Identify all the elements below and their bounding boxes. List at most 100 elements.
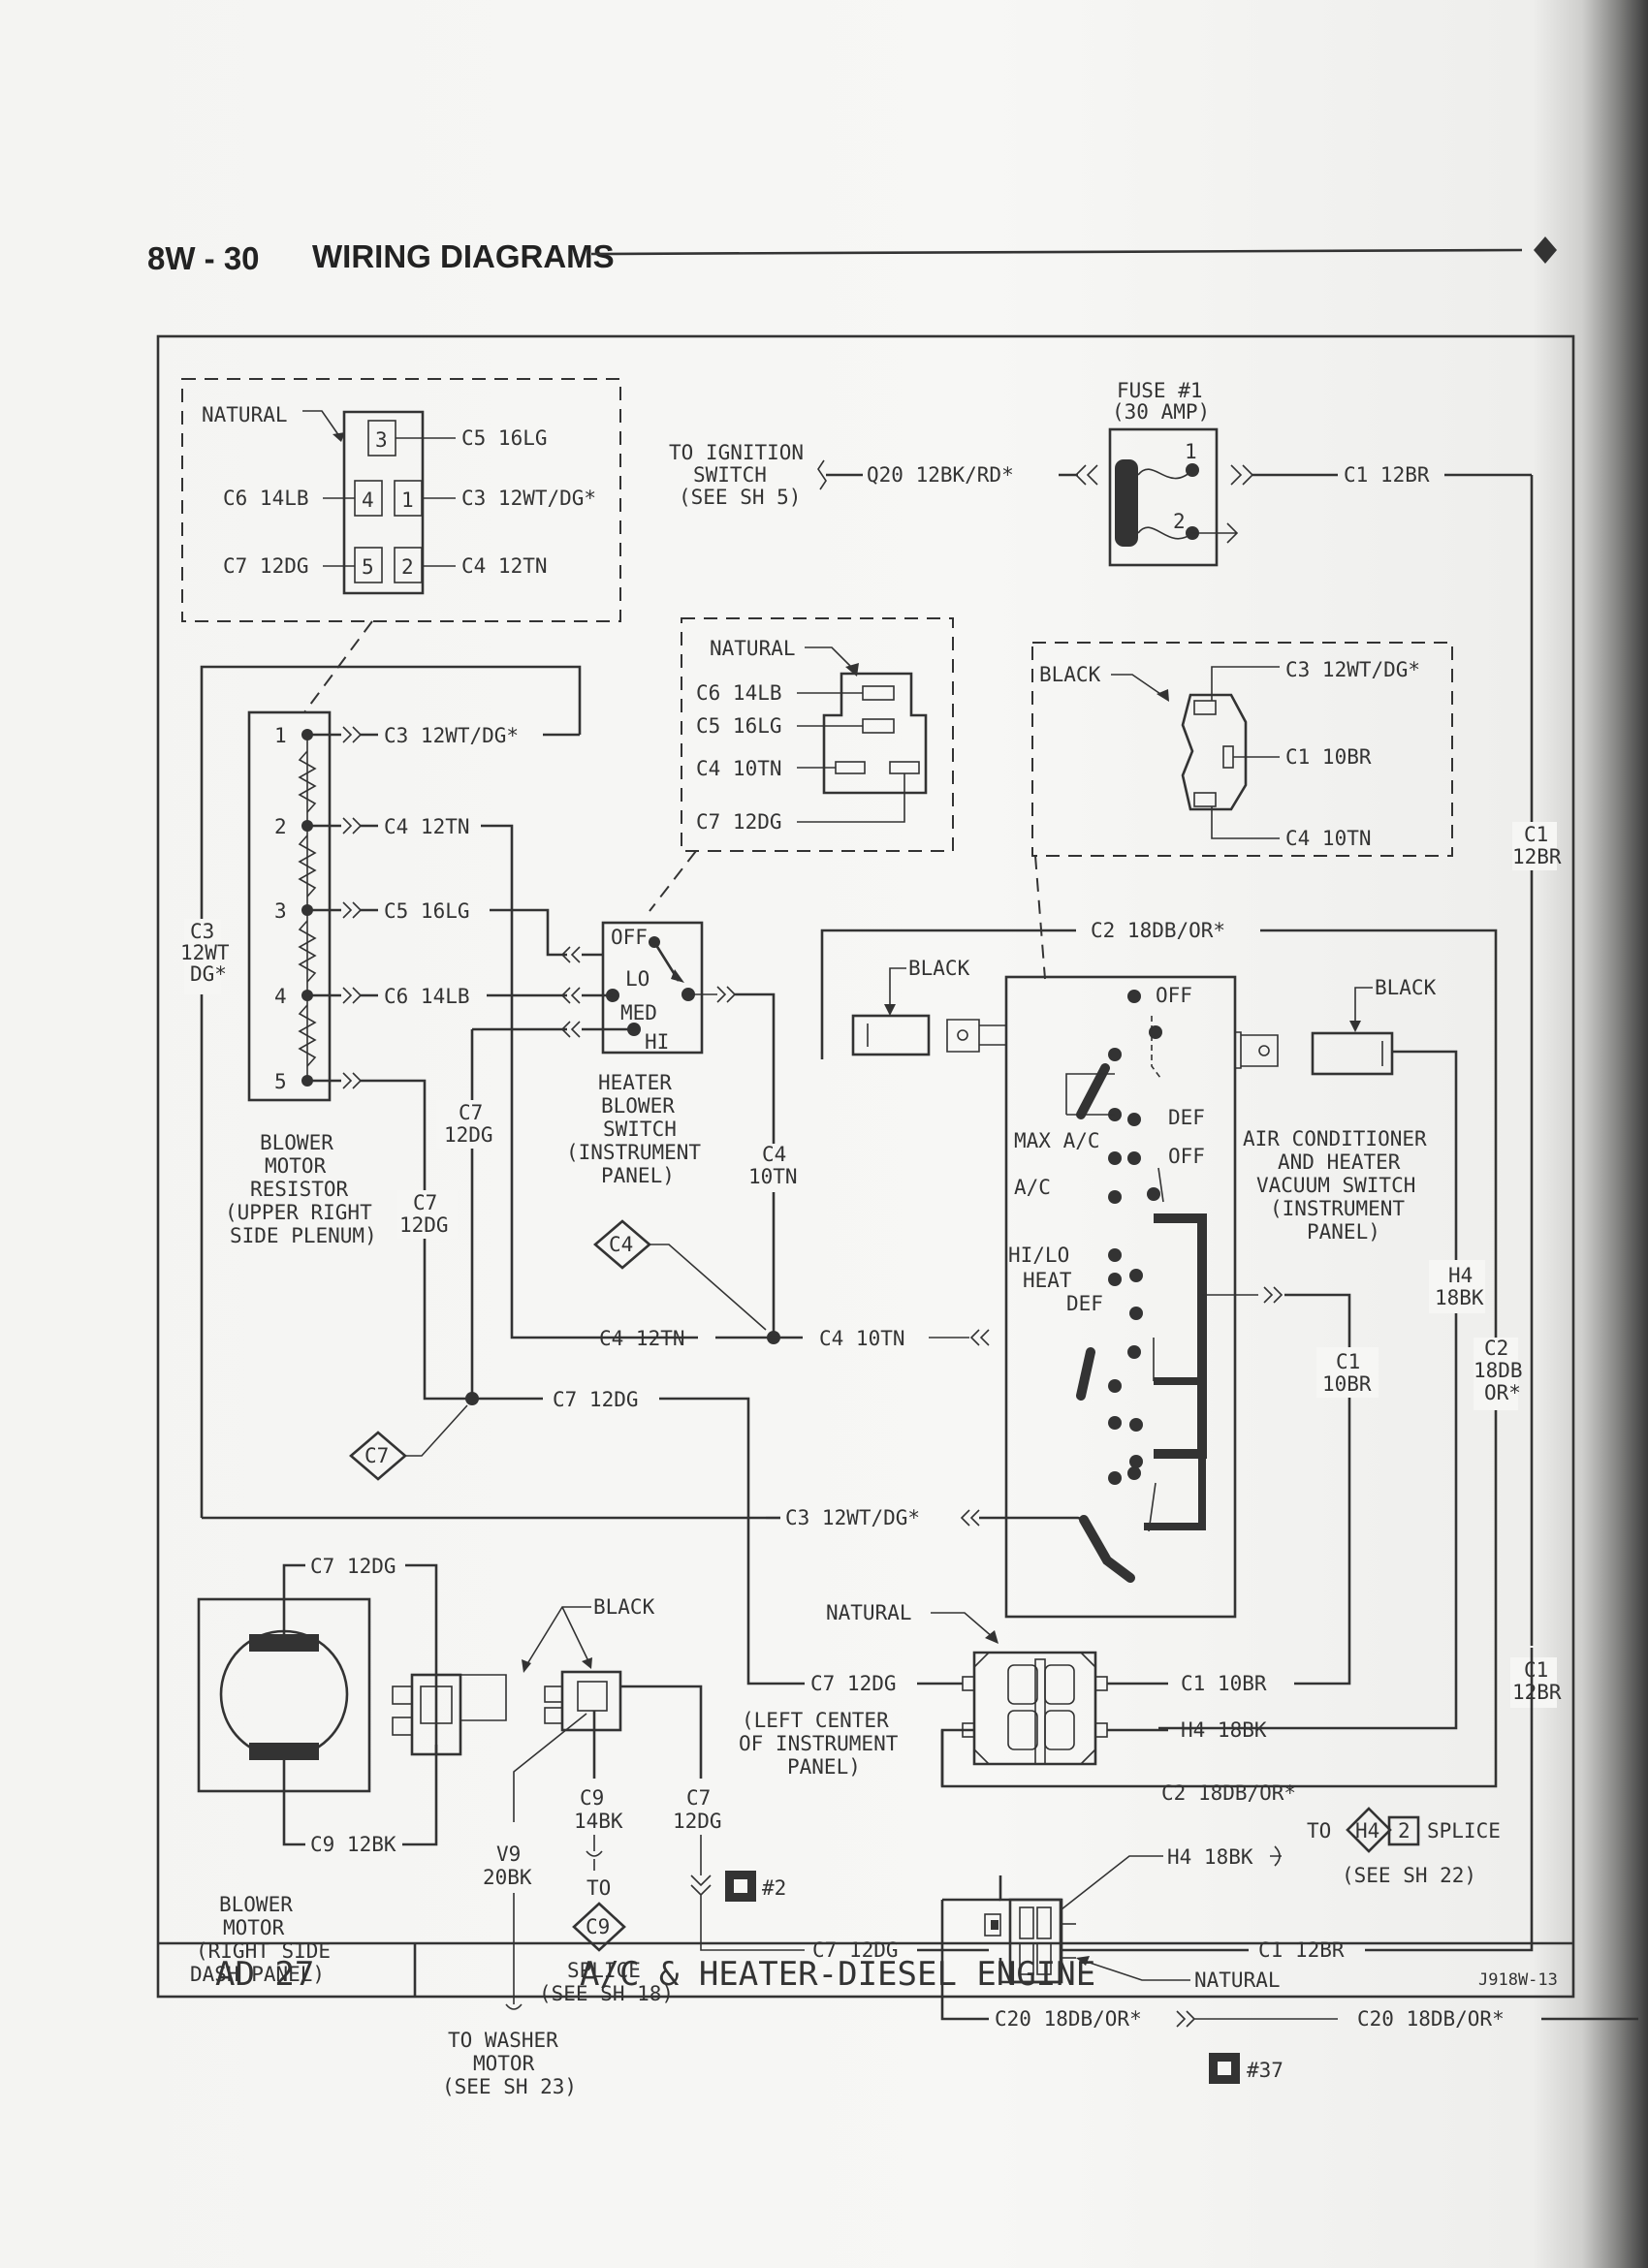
bsw-conn-wire-c7: C7 12DG (696, 810, 782, 834)
c7-wire-label-b2: 12DG (399, 1213, 449, 1237)
fuse-out-wire: C1 12BR (1344, 463, 1430, 487)
resistor-pin-2: 2 (401, 555, 414, 579)
h4-vert-label-2: 18BK (1435, 1286, 1484, 1309)
resistor-label-5: SIDE PLENUM) (230, 1224, 377, 1247)
bc-splice-b: 2 (1398, 1819, 1410, 1843)
h4-vert-label-1: H4 (1448, 1264, 1473, 1287)
bsw-connector-color: NATURAL (710, 637, 796, 660)
bsw-conn-wire-c4: C4 10TN (696, 757, 782, 780)
motor-wire-top: C7 12DG (310, 1555, 396, 1578)
c3-bottom-wire: C3 12WT/DG* (766, 1506, 1085, 1529)
v9-label-2: 20BK (483, 1866, 532, 1889)
black-label-left: BLACK (908, 957, 970, 980)
ip-right-wire-h4: H4 18BK (1181, 1718, 1267, 1742)
resistor-connector-body (342, 410, 425, 595)
vsw-conn-wire-c1: C1 10BR (1285, 745, 1372, 769)
vacuum-switch-connector-detail: BLACK C3 12WT/DG* C1 10BR C4 10TN (1031, 642, 1453, 980)
ip-label-3: PANEL) (787, 1755, 861, 1779)
motor-wire-bottom: C9 12BK (310, 1833, 396, 1856)
bsw-label-1: HEATER (598, 1071, 672, 1094)
resistor-conn-wire-c3: C3 12WT/DG* (461, 487, 596, 510)
ac-switch-black-connector-left: BLACK (851, 957, 1007, 1056)
resistor-pin-3: 3 (375, 428, 388, 452)
bsw-label-4: (INSTRUMENT (566, 1141, 701, 1164)
bc-c20a: C20 18DB/OR* (995, 2007, 1142, 2031)
c4-vert-label-1: C4 (762, 1143, 786, 1166)
ignition-feed: TO IGNITION SWITCH (SEE SH 5) Q20 12BK/R… (669, 441, 1098, 509)
resistor-wire-c4: C4 12TN (384, 815, 470, 838)
c4-12tn-label: C4 12TN (599, 1327, 685, 1350)
bsw-conn-wire-c5: C5 16LG (696, 714, 782, 738)
bottom-connector: H4 18BK TO H4 2 SPLICE (SEE SH 22) C7 12… (812, 1648, 1638, 2084)
c7-wire-label-a1: C7 (459, 1101, 483, 1124)
c9-label-1: C9 (580, 1786, 604, 1810)
ac-pos-def-2: DEF (1066, 1292, 1103, 1315)
resistor-conn-wire-c4: C4 12TN (461, 554, 548, 578)
bc-c7: C7 12DG (812, 1938, 899, 1962)
c7-splice-label: C7 (364, 1444, 389, 1467)
resistor-terminal-2: 2 (274, 815, 287, 838)
washer-label-2: MOTOR (473, 2052, 535, 2075)
ac-switch-label-3: VACUUM SWITCH (1256, 1174, 1415, 1197)
motor-connector-color: BLACK (593, 1595, 655, 1619)
bc-c1: C1 12BR (1258, 1938, 1345, 1962)
diagram-border (156, 334, 1575, 1999)
ignition-wire: Q20 12BK/RD* (867, 463, 1014, 487)
bc-to: TO (1307, 1819, 1331, 1843)
resistor-label-4: (UPPER RIGHT (225, 1201, 372, 1224)
bc-see: (SEE SH 22) (1342, 1864, 1476, 1887)
motor-label-2: MOTOR (223, 1916, 285, 1939)
resistor-wire-c6: C6 14LB (384, 985, 470, 1008)
fuse-label-1: FUSE #1 (1117, 379, 1203, 402)
motor-label-3: (RIGHT SIDE (196, 1939, 331, 1963)
header-diamond-icon (1534, 236, 1557, 264)
c1-10br-wire: C1 10BR (1202, 1286, 1379, 1685)
washer-label-1: TO WASHER (448, 2029, 558, 2052)
fuse-pin-2: 2 (1173, 510, 1186, 533)
splice-label-1: SPLICE (567, 1959, 641, 1982)
c2-vert-label-3: OR* (1484, 1381, 1521, 1404)
v9-label-1: V9 (496, 1843, 521, 1866)
header-rule (590, 248, 1523, 256)
c1-right-label-1: C1 (1524, 823, 1548, 846)
resistor-label-2: MOTOR (265, 1154, 327, 1178)
bc-h4: H4 18BK (1167, 1845, 1253, 1869)
vsw-connector-color: BLACK (1039, 663, 1101, 686)
resistor-connector-color: NATURAL (202, 403, 288, 426)
fuse-pin-1: 1 (1185, 440, 1197, 463)
ac-switch-label-2: AND HEATER (1278, 1150, 1401, 1174)
resistor-label-3: RESISTOR (250, 1178, 349, 1201)
ignition-label-3: (SEE SH 5) (679, 486, 801, 509)
resistor-conn-wire-c5: C5 16LG (461, 426, 548, 450)
blower-switch-connector-detail: NATURAL C6 14LB C5 16LG C4 10TN C7 12DG (649, 617, 954, 912)
c7-low-label-1: C7 (686, 1786, 711, 1810)
bc-color: NATURAL (1194, 1969, 1281, 1992)
ip-label-2: OF INSTRUMENT (739, 1732, 899, 1755)
c7-low-label-2: 12DG (673, 1810, 722, 1833)
fuse-1: FUSE #1 (30 AMP) 1 2 C1 12BR (1108, 379, 1534, 1646)
ip-right-wire-c1: C1 10BR (1181, 1672, 1267, 1695)
bsw-conn-wire-c6: C6 14LB (696, 681, 782, 705)
ac-pos-off-2: OFF (1168, 1145, 1205, 1168)
vsw-conn-wire-c4: C4 10TN (1285, 827, 1372, 850)
bsw-pos-med: MED (620, 1001, 657, 1024)
bc-splice-a: H4 (1355, 1819, 1379, 1843)
blower-motor: C7 12DG C9 12BK BLOWER MOTOR (RIGHT SIDE… (190, 1555, 438, 1986)
c1-10br-label-2: 10BR (1322, 1372, 1372, 1396)
bsw-label-5: PANEL) (601, 1164, 675, 1187)
resistor-side-wire-2: 12WT (180, 941, 230, 964)
c1-10br-label-1: C1 (1336, 1350, 1360, 1373)
c7-wire-label-a2: 12DG (444, 1123, 493, 1147)
ac-switch-label-5: PANEL) (1307, 1220, 1380, 1244)
heater-blower-switch: OFF LO MED HI HEATER BLOWER SWITCH (INST… (560, 921, 776, 1338)
resistor-label-1: BLOWER (260, 1131, 333, 1154)
resistor-wire-c5: C5 16LG (384, 899, 470, 923)
resistor-pin-1: 1 (401, 488, 414, 512)
fuse-label-2: (30 AMP) (1112, 400, 1210, 424)
resistor-terminal-5: 5 (274, 1070, 287, 1093)
c7-wire-label-b1: C7 (413, 1191, 437, 1214)
ac-heater-vacuum-switch: OFF DEF OFF MAX A/C A/C HI/LO HEAT DEF (1004, 975, 1427, 1619)
ac-pos-heat: HEAT (1023, 1269, 1072, 1292)
c4-vert-label-2: 10TN (748, 1165, 798, 1188)
